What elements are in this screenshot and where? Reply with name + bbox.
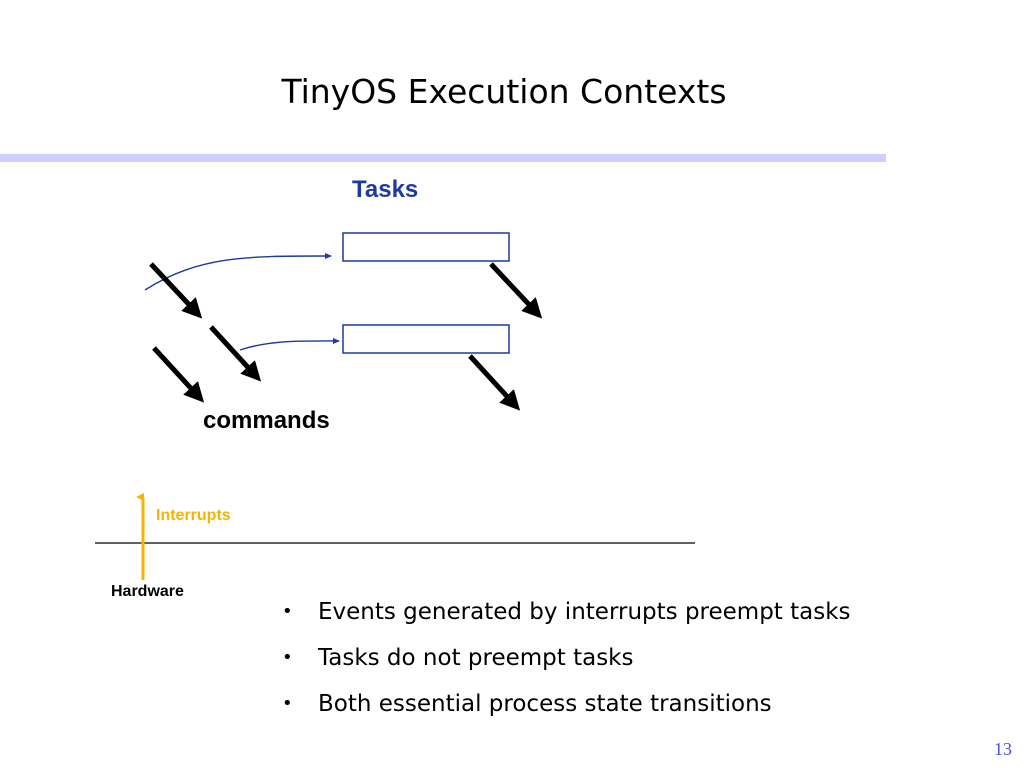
commands-label: commands [203,407,330,434]
bullet-item: • Events generated by interrupts preempt … [282,596,851,642]
interrupts-label: Interrupts [156,507,231,524]
bullet-text: Tasks do not preempt tasks [318,645,634,671]
slide-title: TinyOS Execution Contexts [281,72,727,111]
bullet-text: Events generated by interrupts preempt t… [318,599,851,625]
bullet-item: • Both essential process state transition… [282,688,851,734]
command-arrow-1 [149,262,203,319]
task-box-1 [342,232,510,262]
hardware-label: Hardware [111,583,184,600]
task-arrow-1 [489,262,543,319]
task-box-2 [342,324,510,354]
bullet-dot: • [282,601,293,622]
tasks-label: Tasks [352,176,419,203]
bullet-dot: • [282,647,293,668]
bullet-list: • Events generated by interrupts preempt … [282,596,851,734]
page-number: 13 [994,739,1012,759]
task-arrow-2 [468,354,521,411]
title-rule [0,154,886,162]
bullet-dot: • [282,693,293,714]
bullet-text: Both essential process state transitions [318,691,772,717]
command-arrow-2 [209,325,262,382]
post-task-arrow-2 [239,337,340,351]
bullet-item: • Tasks do not preempt tasks [282,642,851,688]
command-arrow-3 [152,346,205,403]
